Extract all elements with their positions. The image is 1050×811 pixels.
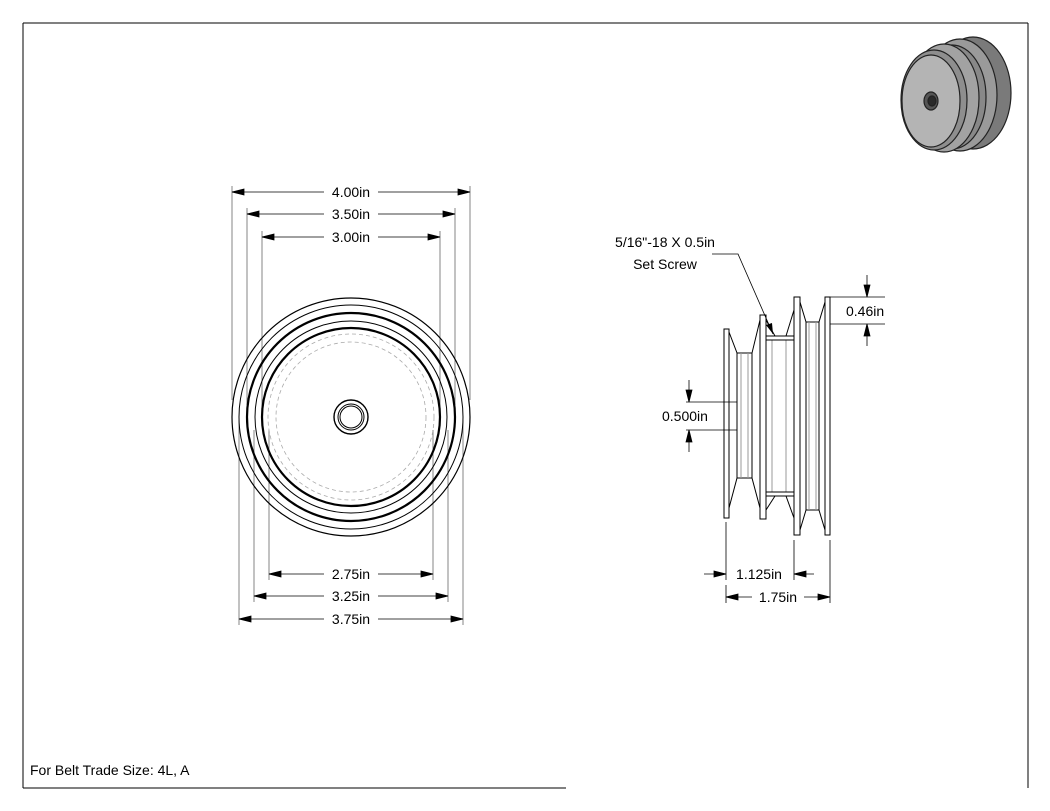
isometric-pulley-render: [900, 36, 1012, 153]
dim-2-75: [268, 570, 434, 578]
set-screw-arrow: [766, 323, 773, 334]
dim-label-2-75: 2.75in: [332, 566, 370, 582]
dim-1-125: [704, 522, 814, 580]
dim-3-50: [246, 210, 456, 218]
dim-label-1-75: 1.75in: [759, 589, 797, 605]
pulley-front-outline: [231, 297, 471, 537]
dim-label-4-00: 4.00in: [332, 184, 370, 200]
dim-label-0-500: 0.500in: [662, 408, 708, 424]
dim-3-00: [261, 233, 441, 241]
set-screw-callout-line2: Set Screw: [633, 256, 698, 272]
dim-label-1-125: 1.125in: [736, 566, 782, 582]
front-view: 4.00in 3.50in 3.00in 2.75in: [231, 184, 471, 627]
dim-label-0-46: 0.46in: [846, 303, 884, 319]
dim-0-500: [685, 380, 737, 452]
belt-trade-size-note: For Belt Trade Size: 4L, A: [30, 762, 190, 778]
bore-hole: [333, 399, 369, 435]
extension-lines-front: [231, 186, 471, 625]
pulley-side-profile: [723, 296, 831, 536]
dim-label-3-25: 3.25in: [332, 588, 370, 604]
dim-3-75: [238, 615, 464, 623]
side-view: 5/16"-18 X 0.5in Set Screw 0.46in 0.500i…: [615, 234, 885, 605]
sheet-border: [22, 22, 1029, 789]
dim-3-25: [253, 592, 449, 600]
dim-4-00: [231, 188, 471, 196]
dim-label-3-75: 3.75in: [332, 611, 370, 627]
dim-0-46: [830, 275, 885, 346]
dim-label-3-50: 3.50in: [332, 206, 370, 222]
set-screw-callout-line1: 5/16"-18 X 0.5in: [615, 234, 715, 250]
dim-1-75: [725, 540, 831, 603]
set-screw-leader: [712, 253, 774, 335]
dim-label-3-00: 3.00in: [332, 229, 370, 245]
